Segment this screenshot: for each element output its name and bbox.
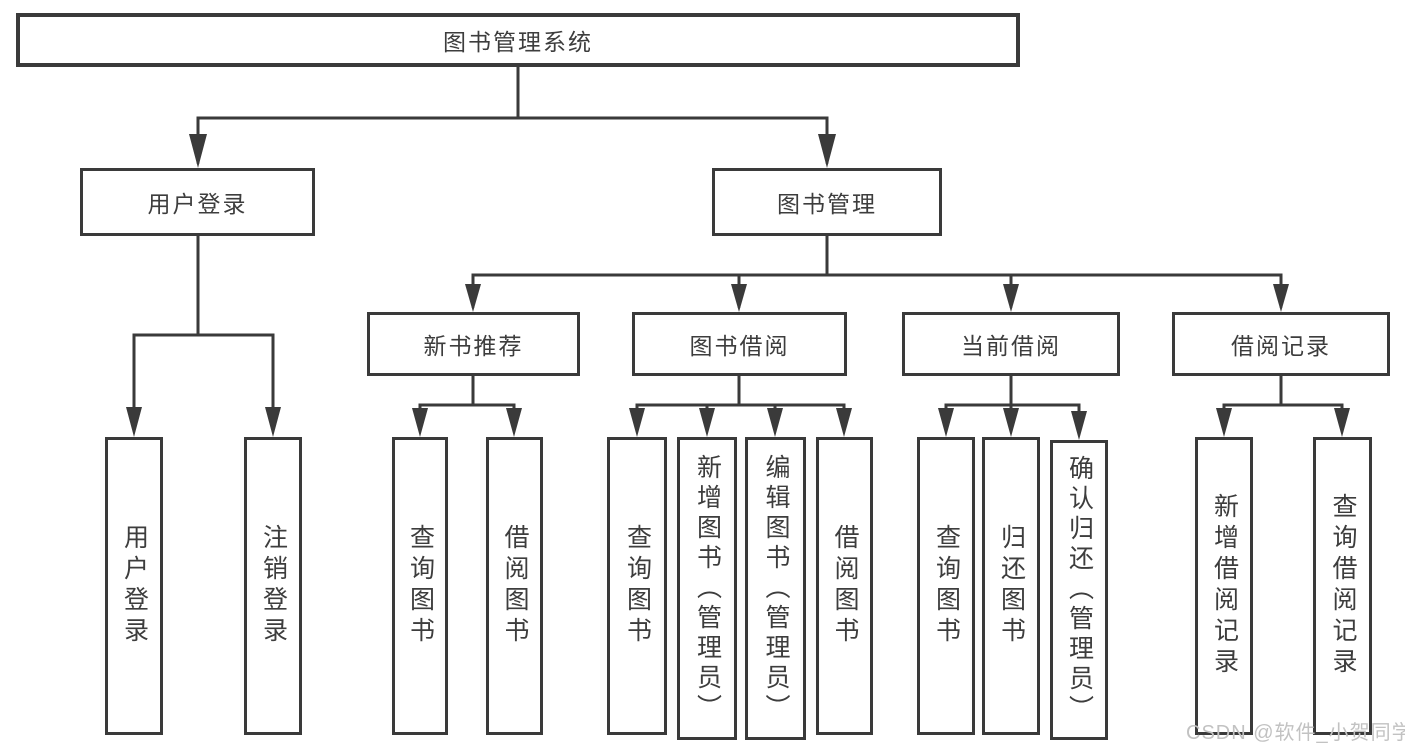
leaf-add-books-admin: 新增图书（管理员） xyxy=(677,437,737,740)
arrow-down-icon xyxy=(126,407,142,437)
leaf-logout: 注销登录 xyxy=(244,437,302,735)
leaf-query-books-1: 查询图书 xyxy=(392,437,448,735)
node-book-management: 图书管理 xyxy=(712,168,942,236)
arrow-down-icon xyxy=(818,134,836,168)
node-new-book-recommend-label: 新书推荐 xyxy=(423,333,524,359)
leaf-borrow-books-1: 借阅图书 xyxy=(486,437,543,735)
node-borrowing-records: 借阅记录 xyxy=(1172,312,1390,376)
connector-current-to-leaves xyxy=(938,374,1087,440)
leaf-return-books-label: 归还图书 xyxy=(997,524,1026,648)
leaf-query-books-3-label: 查询图书 xyxy=(932,524,961,648)
leaf-user-login: 用户登录 xyxy=(105,437,163,735)
leaf-add-borrow-record-label: 新增借阅记录 xyxy=(1210,493,1239,679)
arrow-down-icon xyxy=(836,408,852,437)
node-book-borrowing: 图书借阅 xyxy=(632,312,847,376)
leaf-query-books-3: 查询图书 xyxy=(917,437,975,735)
connector-record-to-leaves xyxy=(1216,374,1350,437)
node-borrowing-records-label: 借阅记录 xyxy=(1231,333,1331,359)
csdn-watermark: CSDN @软件_小贺同学 xyxy=(1186,722,1405,744)
leaf-query-books-2-label: 查询图书 xyxy=(623,524,652,648)
leaf-query-borrow-record: 查询借阅记录 xyxy=(1313,437,1372,735)
connector-newbook-to-leaves xyxy=(412,374,522,437)
node-current-borrowing-label: 当前借阅 xyxy=(961,333,1061,359)
arrow-down-icon xyxy=(189,134,207,168)
arrow-down-icon xyxy=(1003,408,1019,437)
arrow-down-icon xyxy=(938,408,954,437)
arrow-down-icon xyxy=(1003,284,1019,312)
node-new-book-recommend: 新书推荐 xyxy=(367,312,580,376)
arrow-down-icon xyxy=(1334,408,1350,437)
leaf-confirm-return-admin: 确认归还（管理员） xyxy=(1050,440,1108,740)
connector-borrow-to-leaves xyxy=(629,374,852,437)
leaf-add-books-admin-label: 新增图书（管理员） xyxy=(693,453,722,724)
node-book-management-label: 图书管理 xyxy=(777,191,877,217)
leaf-query-borrow-record-label: 查询借阅记录 xyxy=(1329,493,1357,679)
leaf-edit-books-admin: 编辑图书（管理员） xyxy=(745,437,806,740)
connector-mgmt-to-level3 xyxy=(465,234,1289,312)
leaf-user-login-label: 用户登录 xyxy=(120,524,149,648)
leaf-query-books-2: 查询图书 xyxy=(607,437,667,735)
arrow-down-icon xyxy=(629,408,645,437)
arrow-down-icon xyxy=(506,408,522,437)
leaf-borrow-books-2: 借阅图书 xyxy=(816,437,873,735)
arrow-down-icon xyxy=(767,408,783,437)
leaf-borrow-books-2-label: 借阅图书 xyxy=(831,524,859,648)
arrow-down-icon xyxy=(1216,408,1232,437)
leaf-confirm-return-admin-label: 确认归还（管理员） xyxy=(1065,455,1094,725)
node-user-login: 用户登录 xyxy=(80,168,315,236)
arrow-down-icon xyxy=(265,407,281,437)
node-book-borrowing-label: 图书借阅 xyxy=(689,333,790,359)
node-user-login-label: 用户登录 xyxy=(147,191,248,217)
leaf-return-books: 归还图书 xyxy=(982,437,1040,735)
leaf-edit-books-admin-label: 编辑图书（管理员） xyxy=(762,453,790,724)
leaf-logout-label: 注销登录 xyxy=(259,524,288,648)
node-current-borrowing: 当前借阅 xyxy=(902,312,1120,376)
arrow-down-icon xyxy=(1273,284,1289,312)
connector-login-to-leaves xyxy=(126,234,281,437)
arrow-down-icon xyxy=(1071,411,1087,440)
connector-root-to-level2 xyxy=(189,65,836,168)
arrow-down-icon xyxy=(465,284,481,312)
leaf-borrow-books-1-label: 借阅图书 xyxy=(501,524,529,648)
node-root: 图书管理系统 xyxy=(16,13,1020,67)
leaf-add-borrow-record: 新增借阅记录 xyxy=(1195,437,1253,735)
arrow-down-icon xyxy=(731,284,747,312)
node-root-label: 图书管理系统 xyxy=(443,29,593,55)
arrow-down-icon xyxy=(699,408,715,437)
leaf-query-books-1-label: 查询图书 xyxy=(406,524,435,648)
arrow-down-icon xyxy=(412,408,428,437)
